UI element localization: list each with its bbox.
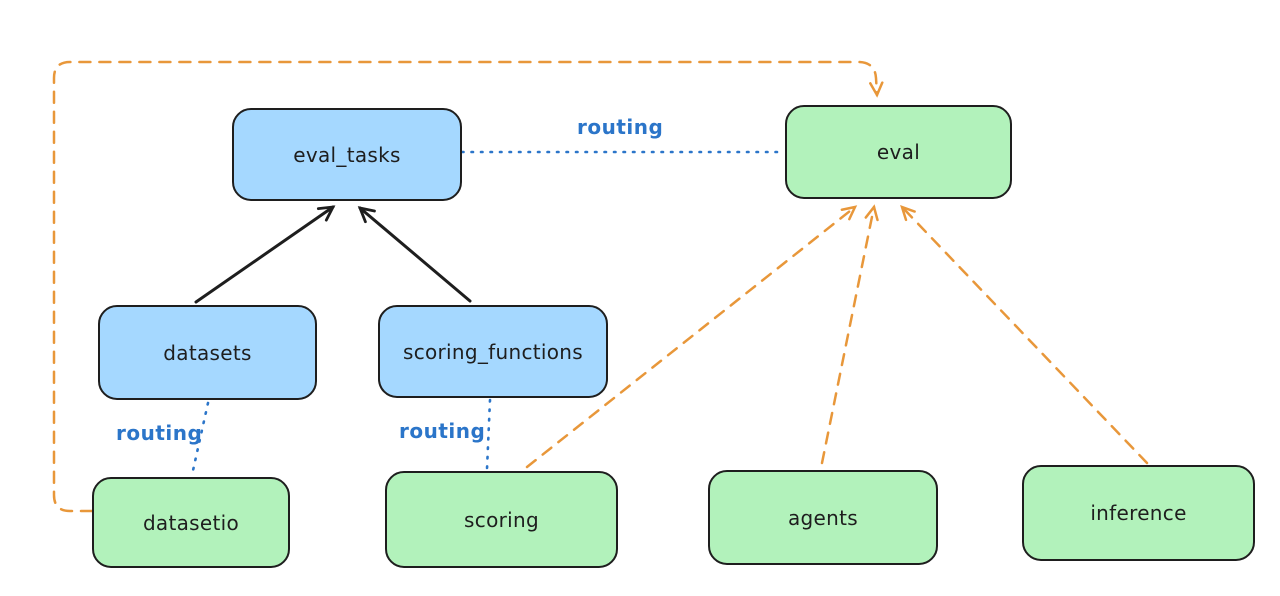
edge-agents-eval-arrow [820, 204, 879, 465]
node-datasetio: datasetio [92, 477, 290, 568]
node-eval: eval [785, 105, 1012, 199]
edge-scoring-eval-arrow [525, 205, 858, 469]
node-scoring_functions: scoring_functions [378, 305, 608, 398]
node-datasets: datasets [98, 305, 317, 400]
edge-scoring_functions-scoring-routing [485, 398, 492, 471]
routing-label-eval_tasks-eval: routing [577, 115, 664, 139]
node-inference: inference [1022, 465, 1255, 561]
node-eval_tasks: eval_tasks [232, 108, 462, 201]
node-scoring: scoring [385, 471, 618, 568]
routing-label-scoring_functions-scoring: routing [399, 419, 486, 443]
edge-datasets-eval_tasks-arrow [194, 205, 336, 304]
edge-scoring_functions-eval_tasks-arrow [357, 206, 472, 303]
edge-inference-eval-arrow [900, 204, 1149, 465]
node-agents: agents [708, 470, 938, 565]
routing-label-datasets-datasetio: routing [116, 421, 203, 445]
edge-datasets-datasetio-routing [190, 401, 210, 477]
